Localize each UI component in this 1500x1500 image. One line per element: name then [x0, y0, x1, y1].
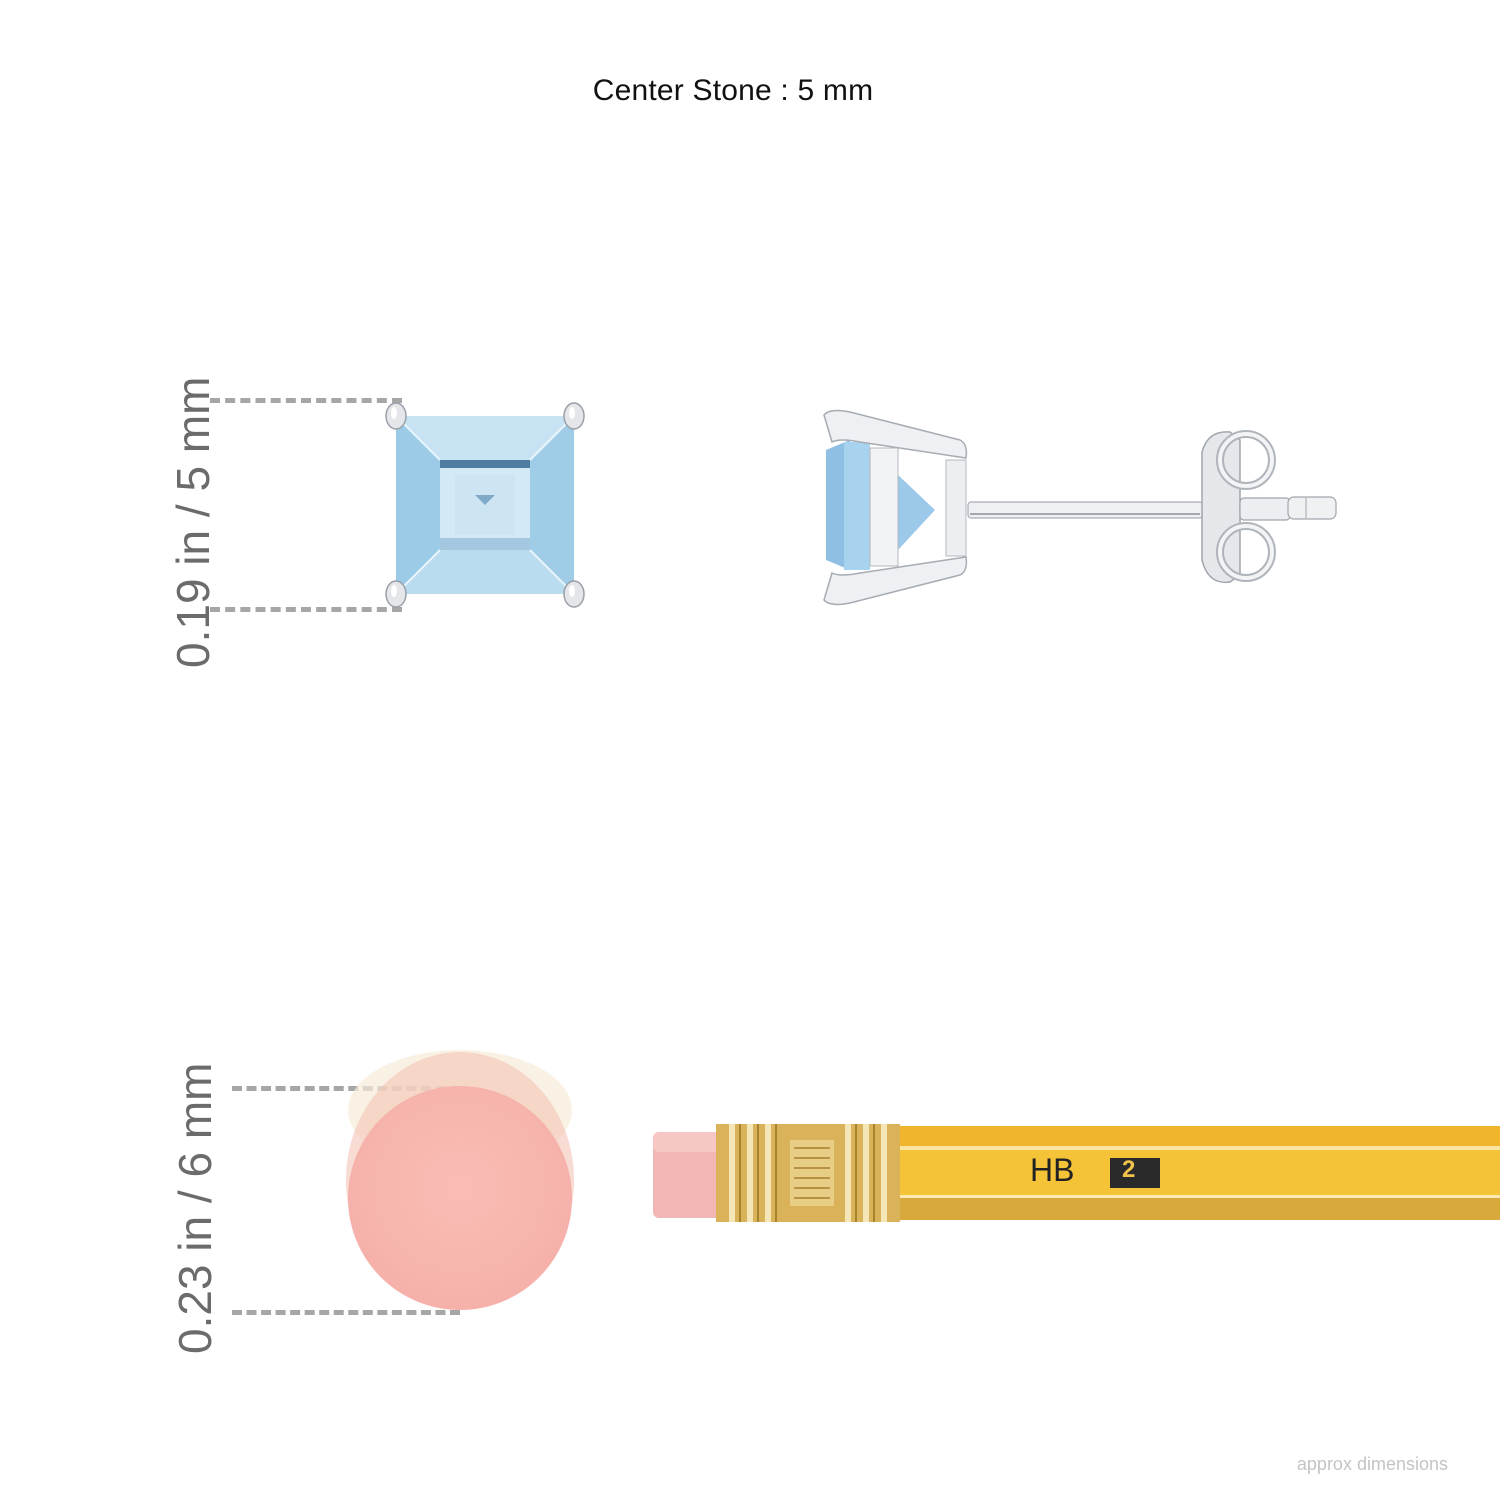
center-stone-title: Center Stone : 5 mm	[592, 74, 874, 107]
eraser-size-label: 0.23 in / 6 mm	[169, 1062, 221, 1354]
pencil-number-label: 2	[1122, 1156, 1136, 1183]
eraser-bottom-dash-line	[232, 1310, 460, 1315]
approx-dimensions-note: approx dimensions	[1296, 1454, 1448, 1474]
pencil-image	[653, 1124, 1500, 1222]
stone-size-label: 0.19 in / 5 mm	[167, 376, 219, 668]
stud-top-view-image	[385, 402, 585, 608]
pencil-grade-label: HB	[1030, 1152, 1075, 1188]
stone-top-dash-line	[210, 398, 402, 403]
prong-icon	[385, 402, 585, 608]
stone-bottom-dash-line	[210, 607, 402, 612]
stud-side-view-image	[823, 409, 1337, 606]
eraser-end-view-image	[346, 1050, 574, 1310]
eraser-top-dash-line	[232, 1086, 460, 1091]
